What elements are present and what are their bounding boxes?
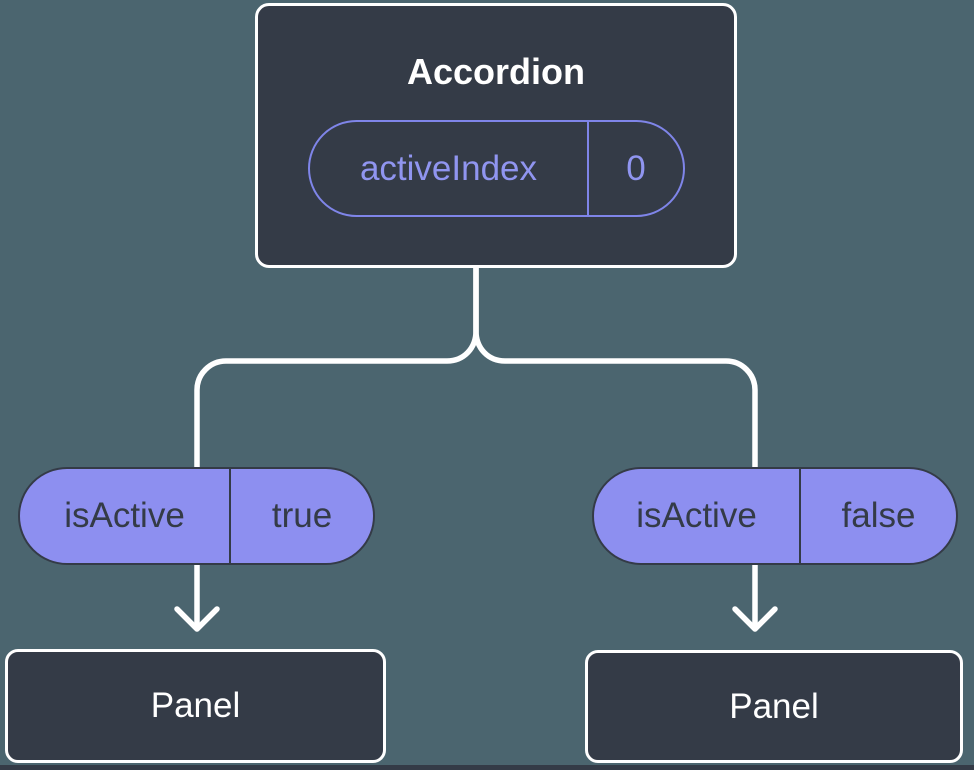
connector-branch-left: [194, 263, 479, 629]
bottom-cropped-node-edge: [0, 765, 974, 770]
prop-pill-divider: [799, 469, 801, 563]
state-pill-divider: [587, 122, 589, 215]
prop-name-label: isActive: [636, 496, 757, 535]
arrow-down-right-icon: [732, 606, 778, 632]
prop-pill-isactive-false: isActive false: [592, 467, 958, 565]
connector-branch-right: [473, 263, 758, 629]
panel-node-right: Panel: [585, 650, 963, 763]
prop-pill-isactive-true: isActive true: [18, 467, 375, 565]
state-pill: activeIndex 0: [308, 120, 685, 217]
prop-name-label: isActive: [64, 496, 185, 535]
state-name-label: activeIndex: [359, 148, 538, 188]
prop-pill-divider: [229, 469, 231, 563]
state-value-label: 0: [626, 148, 646, 188]
accordion-component-node: Accordion activeIndex 0: [255, 3, 737, 268]
prop-value-label: false: [841, 496, 916, 535]
prop-value-label: true: [271, 496, 333, 535]
panel-node-left: Panel: [5, 649, 386, 763]
accordion-node-title: Accordion: [406, 51, 585, 92]
arrow-down-left-icon: [174, 606, 220, 632]
